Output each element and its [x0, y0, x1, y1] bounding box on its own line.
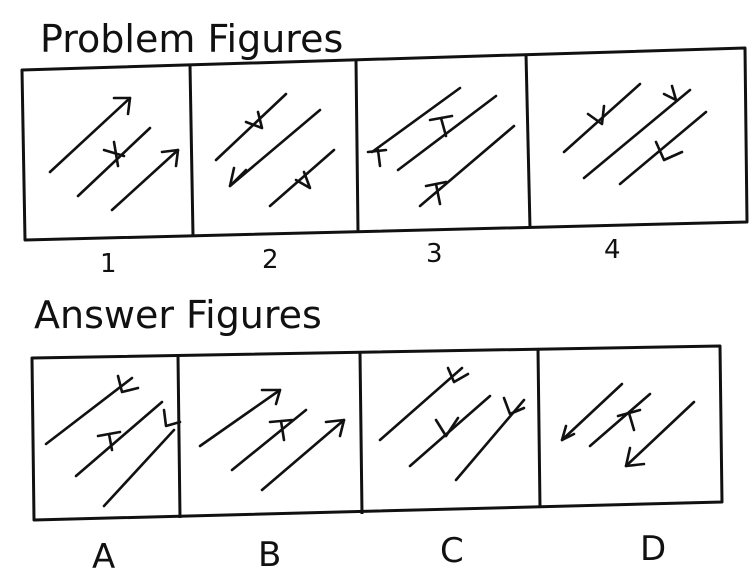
answer-divider-2: [358, 352, 364, 515]
problem-figure-4[interactable]: [562, 82, 708, 186]
fig3-tee-left: [366, 148, 388, 168]
problem-label-4: 4: [604, 235, 621, 265]
ansB-arrowhead-top: [260, 388, 282, 406]
fig3-line-mid: [396, 94, 498, 172]
fig3-line-bottom: [418, 124, 516, 208]
fig1-arrowhead-top: [112, 96, 132, 116]
ansA-line-top: [44, 376, 134, 446]
ansC-mark-top: [446, 366, 470, 384]
ansD-tee-mid: [616, 408, 642, 432]
ansD-arrowhead-top: [560, 424, 576, 442]
problem-divider-2: [354, 59, 360, 233]
ansA-tee-mid: [96, 430, 122, 452]
ansB-line-bottom: [260, 418, 346, 492]
fig3-tee-bottom: [424, 180, 448, 206]
fig1-line-mid: [76, 126, 152, 198]
fig2-line-mid: [228, 108, 322, 188]
ansB-tee-mid: [268, 418, 294, 442]
answer-label-c: C: [440, 531, 464, 571]
problem-label-2: 2: [262, 245, 279, 275]
answer-figure-c[interactable]: [378, 366, 526, 482]
fig1-line-top: [48, 96, 132, 174]
ansD-arrowhead-bottom: [624, 446, 646, 468]
problem-label-1: 1: [100, 249, 117, 279]
answer-label-b: B: [258, 535, 281, 575]
fig2-mark-top: [244, 110, 264, 130]
problem-figure-2[interactable]: [214, 92, 336, 208]
problem-figures-title: Problem Figures: [40, 17, 343, 61]
ansC-line-top: [378, 366, 464, 442]
answer-figures-title: Answer Figures: [34, 293, 322, 337]
ansB-arrowhead-bottom: [324, 418, 346, 438]
problem-figures-strip: [20, 46, 749, 242]
fig2-mark-bottom: [294, 170, 312, 190]
ansD-line-top: [560, 382, 624, 442]
answer-label-a: A: [92, 537, 115, 577]
fig2-line-top: [214, 92, 288, 162]
problem-strip-border: [20, 46, 749, 242]
fig3-tee-mid: [428, 114, 454, 138]
ansA-line-bottom: [102, 428, 176, 508]
fig4-line-mid: [582, 88, 692, 180]
fig4-mark-mid: [662, 84, 678, 102]
fig4-line-bottom: [618, 110, 708, 186]
fig1-line-bottom: [110, 148, 180, 212]
fig4-mark-top: [586, 104, 606, 126]
answer-divider-3: [536, 348, 542, 509]
ansA-line-mid: [74, 400, 164, 478]
ansB-line-mid: [230, 408, 308, 472]
answer-label-d: D: [640, 529, 666, 569]
answer-figures-strip: [30, 344, 724, 522]
problem-divider-1: [188, 64, 195, 237]
ansA-mark-bottom: [162, 408, 182, 428]
fig2-line-bottom: [268, 148, 336, 208]
ansA-mark-top: [116, 374, 140, 394]
fig1-arrowhead-bottom: [160, 148, 180, 168]
fig1-tee-mid: [102, 140, 126, 168]
problem-figure-3[interactable]: [366, 86, 516, 208]
ansB-line-top: [198, 388, 282, 448]
answer-divider-1: [176, 355, 182, 519]
problem-label-3: 3: [426, 239, 443, 269]
fig3-line-top: [370, 86, 462, 154]
ansC-mark-mid: [434, 416, 460, 438]
fig2-arrowhead-mid: [228, 166, 248, 188]
answer-figure-b[interactable]: [198, 388, 346, 492]
problem-figure-1[interactable]: [48, 96, 180, 212]
answer-strip-border: [30, 344, 724, 522]
problem-divider-3: [524, 53, 532, 229]
ansD-line-mid: [588, 392, 652, 448]
answer-figure-a[interactable]: [44, 374, 182, 508]
ansD-line-bottom: [624, 400, 696, 468]
fig4-mark-bottom: [654, 140, 684, 162]
answer-figure-d[interactable]: [560, 382, 696, 468]
ansC-mark-bottom: [502, 396, 526, 416]
